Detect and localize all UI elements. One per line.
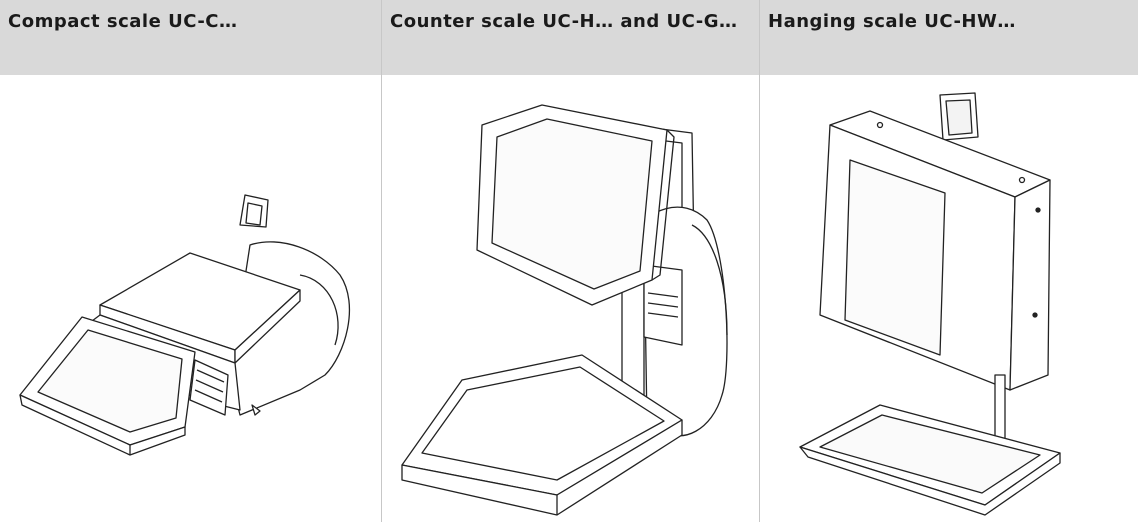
- hanging-scale-drawing: [760, 75, 1138, 522]
- counter-scale-drawing: [382, 75, 759, 522]
- header-hanging-scale: Hanging scale UC-HW…: [768, 11, 1016, 32]
- counter-scale-illustration: [382, 75, 759, 522]
- compact-scale-drawing: [0, 75, 381, 522]
- column-divider-1: [381, 0, 382, 522]
- column-divider-2: [759, 0, 760, 522]
- header-counter-scale: Counter scale UC-H… and UC-G…: [390, 11, 738, 32]
- table-header-row: Compact scale UC-C… Counter scale UC-H… …: [0, 0, 1138, 75]
- compact-scale-illustration: [0, 75, 381, 522]
- hanging-scale-illustration: [760, 75, 1138, 522]
- header-compact-scale: Compact scale UC-C…: [8, 11, 238, 32]
